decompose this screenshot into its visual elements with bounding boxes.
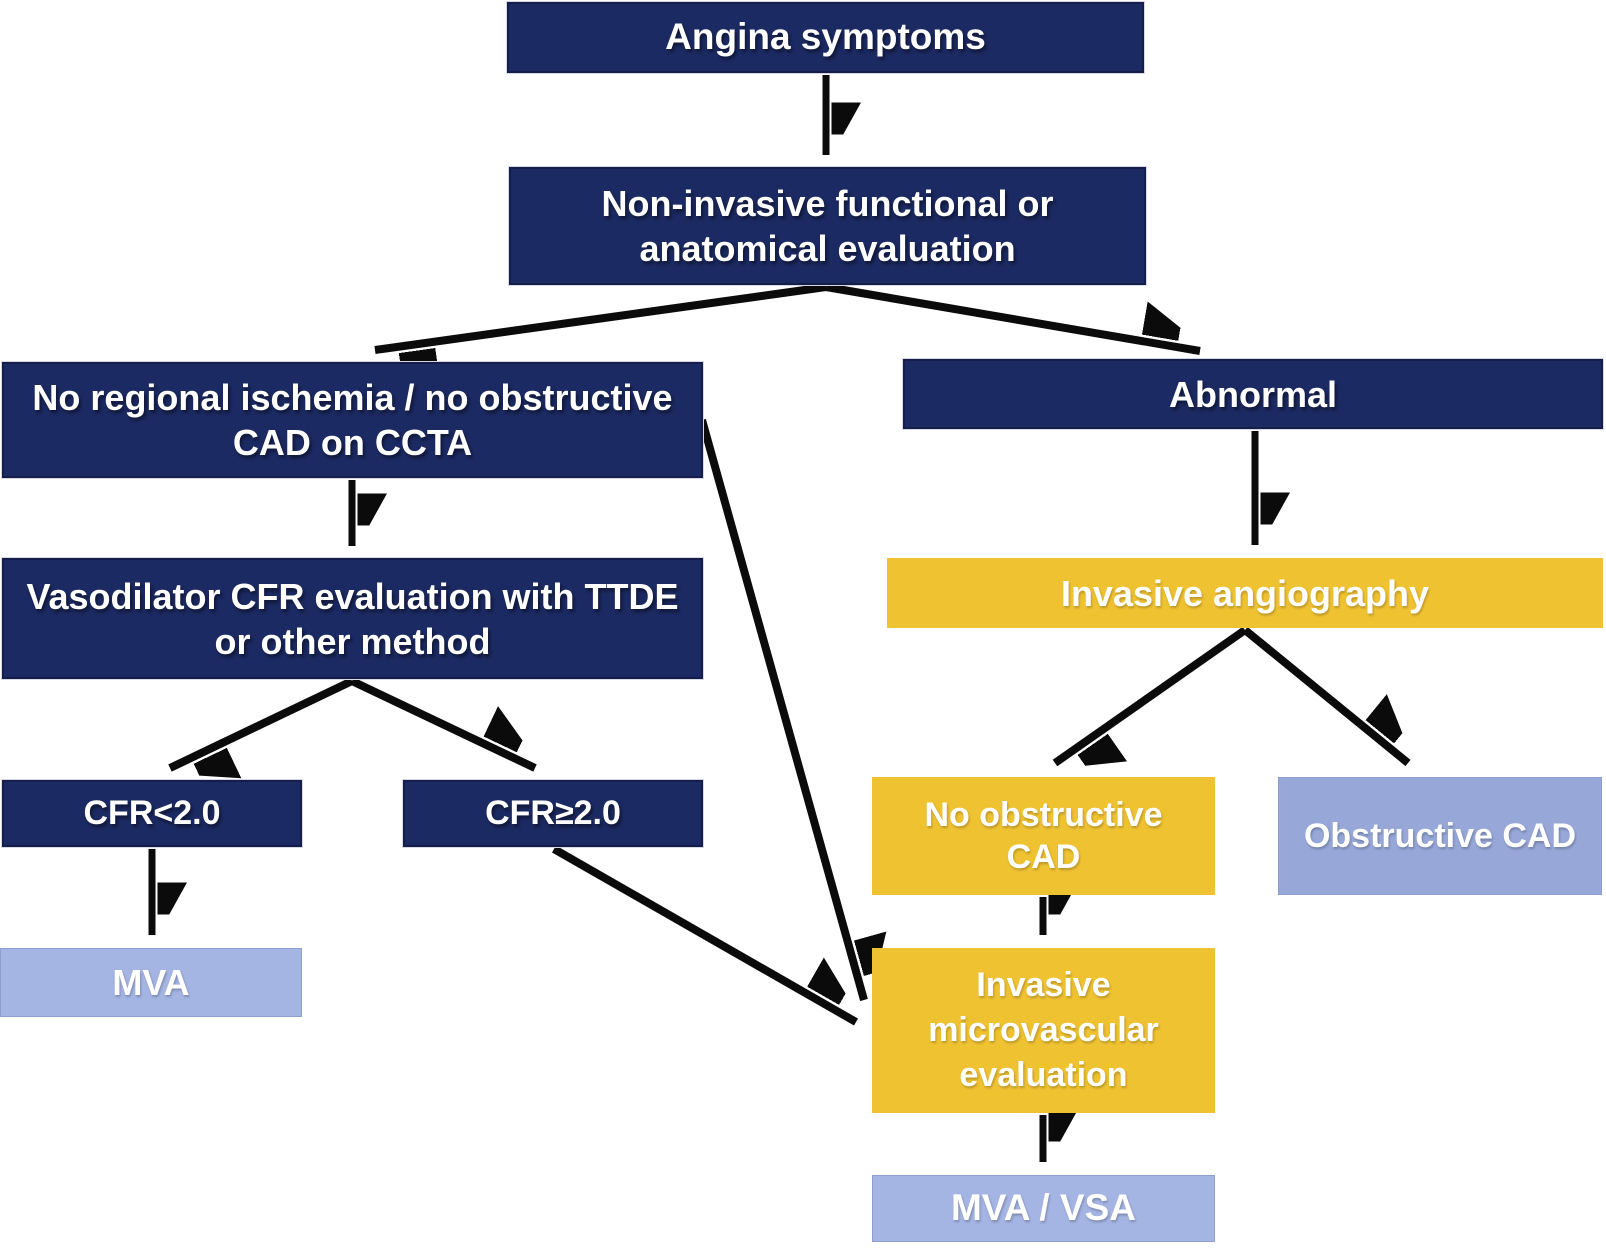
node-vasodilator-cfr: Vasodilator CFR evaluation with TTDE or …	[2, 558, 703, 679]
node-mva: MVA	[0, 948, 302, 1017]
arrow-invasive-angio-to-no-obstructive	[1052, 626, 1248, 763]
node-angina-symptoms: Angina symptoms	[507, 2, 1144, 73]
node-no-obstructive-cad: No obstructive CAD	[872, 777, 1215, 895]
node-invasive-microvascular: Invasive microvascular evaluation	[872, 948, 1215, 1113]
node-abnormal: Abnormal	[903, 359, 1603, 429]
arrow-vasodilator-to-cfr-lt	[168, 677, 354, 768]
node-no-regional-ischemia: No regional ischemia / no obstructive CA…	[2, 362, 703, 478]
node-noninvasive-evaluation: Non-invasive functional or anatomical ev…	[509, 167, 1146, 285]
arrow-invasive-angio-to-obstructive	[1242, 626, 1408, 767]
arrow-no-ischemia-to-invasive-micro	[698, 418, 864, 1002]
node-mva-vsa: MVA / VSA	[872, 1175, 1215, 1242]
arrow-noninvasive-to-abnormal	[825, 283, 1201, 355]
arrow-vasodilator-to-cfr-ge	[350, 677, 537, 772]
node-cfr-at-least-2: CFR≥2.0	[403, 780, 703, 847]
arrow-noninvasive-to-no-ischemia	[374, 283, 827, 350]
node-obstructive-cad: Obstructive CAD	[1278, 777, 1602, 895]
node-invasive-angiography: Invasive angiography	[887, 558, 1603, 628]
arrow-cfr-ge-to-invasive-micro	[552, 845, 858, 1026]
node-cfr-below-2: CFR<2.0	[2, 780, 302, 847]
